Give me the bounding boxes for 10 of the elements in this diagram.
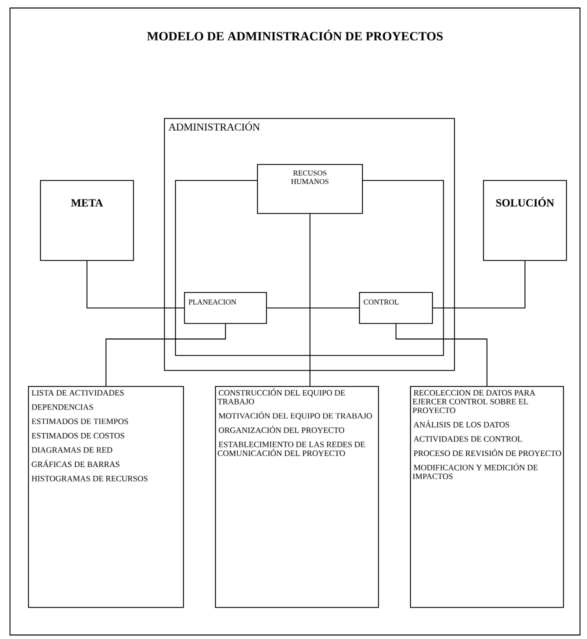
title: MODELO DE ADMINISTRACIÓN DE PROYECTOS bbox=[147, 30, 443, 40]
connector-line bbox=[86, 260, 184, 308]
connector-line bbox=[396, 323, 488, 386]
list-box: LISTA DE ACTIVIDADES DEPENDENCIAS ESTIMADOS DE TIEMPOS ESTIMADOS DE COSTOS DIAGRAMAS DE RED GRÁFICAS DE BARRAS HISTOGRAMAS DE RECURSOS bbox=[28, 386, 184, 608]
process-box: SOLUCIÓN bbox=[483, 180, 567, 261]
process-box: META bbox=[40, 180, 134, 261]
connector-line bbox=[432, 260, 526, 308]
list-box: CONSTRUCCIÓN DEL EQUIPO DE TRABAJO MOTIVACIÓN DEL EQUIPO DE TRABAJO ORGANIZACIÓN DEL PROYECTO ESTABLECIMIENTO DE LAS REDES DE COMUNICACIÓN DEL PROYECTO bbox=[215, 386, 379, 608]
list-box: RECOLECCION DE DATOS PARA EJERCER CONTROL SOBRE EL PROYECTO ANÁLISIS DE LOS DATOS ACTIVIDADES DE CONTROL PROCESO DE REVISIÓN DE PROYECTO MODIFICACION Y MEDICIÓN DE IMPACTOS bbox=[410, 386, 564, 608]
connector-line bbox=[106, 323, 226, 386]
